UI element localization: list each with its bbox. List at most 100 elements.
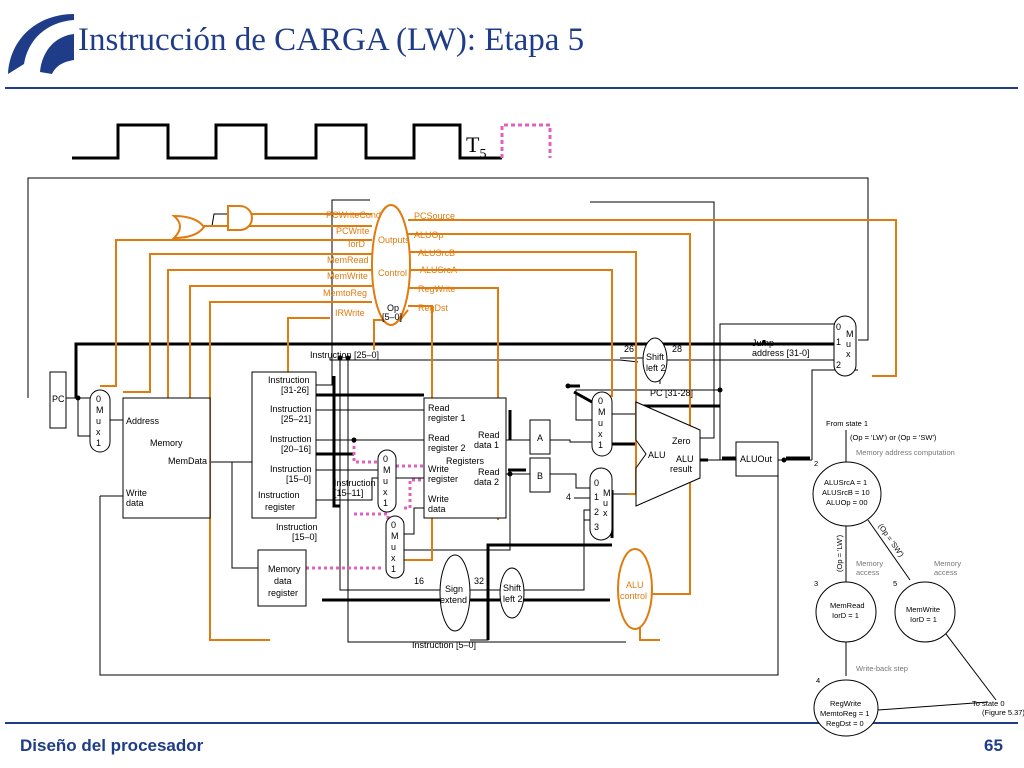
- control-label: Control: [378, 268, 407, 278]
- svg-text:ALUSrcA = 1: ALUSrcA = 1: [824, 478, 867, 487]
- control-op-bits: [5–0]: [382, 312, 402, 322]
- svg-text:register: register: [265, 502, 295, 512]
- svg-text:x: x: [96, 427, 101, 437]
- svg-text:Read: Read: [428, 403, 450, 413]
- mdr-label-1: Memory: [268, 564, 301, 574]
- alu: [635, 401, 701, 507]
- aluout-label: ALUOut: [740, 454, 773, 464]
- svg-text:ALUOp: ALUOp: [414, 230, 444, 240]
- pc-31-28-label: PC [31-28]: [650, 388, 693, 398]
- svg-text:IRWrite: IRWrite: [335, 308, 365, 318]
- wire-junctions: [75, 355, 787, 477]
- mdr-label-3: register: [268, 588, 298, 598]
- mux-alusrcb-label: 0 1 2 3 M u x: [594, 478, 611, 532]
- ir-15-0-bits: [15–0]: [292, 532, 317, 542]
- svg-text:0: 0: [836, 322, 841, 332]
- svg-text:0: 0: [96, 394, 101, 404]
- bits-32-label: 32: [474, 576, 484, 586]
- svg-text:1: 1: [96, 438, 101, 448]
- mdr-label-2: data: [274, 576, 292, 586]
- instr-15-11-label: Instruction: [334, 478, 376, 488]
- pc-register: [49, 371, 67, 429]
- svg-text:[25–21]: [25–21]: [281, 414, 311, 424]
- bits-28-label: 28: [672, 344, 682, 354]
- svg-text:IorD = 1: IorD = 1: [910, 615, 937, 624]
- mux-iord-label: 0 M u x 1: [96, 394, 104, 448]
- svg-text:Registers: Registers: [446, 456, 485, 466]
- alu-control: [617, 548, 653, 630]
- fsm-state-5: [894, 581, 956, 643]
- memory-block: [122, 397, 211, 519]
- alu-label: ALU: [648, 450, 666, 460]
- svg-text:RegWrite: RegWrite: [418, 284, 455, 294]
- svg-text:2: 2: [814, 459, 818, 468]
- bits-16-label: 16: [414, 576, 424, 586]
- memory-write-label: Write: [126, 488, 147, 498]
- svg-text:Write: Write: [428, 494, 449, 504]
- svg-text:data 1: data 1: [474, 440, 499, 450]
- svg-text:M: M: [598, 407, 606, 417]
- memory-data-register: [257, 549, 307, 607]
- svg-text:M: M: [391, 531, 399, 541]
- svg-text:register: register: [428, 474, 458, 484]
- sign-extend-label-2: extend: [440, 595, 467, 605]
- svg-text:4: 4: [816, 676, 820, 685]
- svg-text:Memory: Memory: [856, 559, 883, 568]
- svg-text:1: 1: [598, 440, 603, 450]
- svg-text:MemtoReg = 1: MemtoReg = 1: [820, 709, 869, 718]
- svg-text:1: 1: [391, 564, 396, 574]
- register-a: [529, 419, 551, 455]
- jump-address-label-1: Jump: [752, 338, 774, 348]
- svg-text:u: u: [383, 476, 388, 486]
- svg-text:x: x: [846, 349, 851, 359]
- mux-regdst-label: 0 M u x 1: [383, 454, 391, 508]
- svg-text:u: u: [391, 542, 396, 552]
- alu-zero-label: Zero: [672, 436, 691, 446]
- memory-memdata-label: MemData: [168, 456, 207, 466]
- mux-regdst: [377, 449, 397, 513]
- svg-text:Memory: Memory: [934, 559, 961, 568]
- clock-waveform: [72, 123, 552, 160]
- svg-text:u: u: [846, 339, 851, 349]
- memory-title: Memory: [150, 438, 183, 448]
- mux-memtoreg: [385, 515, 405, 579]
- instruction-register-labels: Instruction [31-26] Instruction [25–21] …: [258, 375, 312, 512]
- svg-text:MemWrite: MemWrite: [327, 271, 368, 281]
- svg-text:0: 0: [391, 520, 396, 530]
- shift-left-2-jump: [642, 337, 668, 383]
- svg-text:[20–16]: [20–16]: [281, 444, 311, 454]
- svg-text:M: M: [603, 488, 611, 498]
- fsm-from-state: From state 1: [826, 419, 868, 428]
- svg-text:PCWriteCond: PCWriteCond: [326, 210, 381, 220]
- svg-text:M: M: [846, 329, 854, 339]
- svg-text:PCWrite: PCWrite: [336, 226, 369, 236]
- svg-text:u: u: [96, 416, 101, 426]
- footer-course-name: Diseño del procesador: [20, 736, 204, 755]
- memory-address-label: Address: [126, 416, 160, 426]
- fsm-to-state-0: To state 0: [972, 699, 1005, 708]
- svg-text:data: data: [428, 504, 446, 514]
- svg-text:RegDst = 0: RegDst = 0: [826, 719, 864, 728]
- control-logic-gates: [171, 205, 253, 240]
- svg-text:[31-26]: [31-26]: [281, 385, 309, 395]
- svg-text:u: u: [598, 418, 603, 428]
- mux-alusrcb: [589, 467, 613, 541]
- page-number: 65: [984, 736, 1003, 755]
- svg-text:PCSource: PCSource: [414, 211, 455, 221]
- svg-text:1: 1: [383, 498, 388, 508]
- svg-text:Read: Read: [478, 467, 500, 477]
- fsm-condition-in: (Op = 'LW') or (Op = 'SW'): [850, 433, 937, 442]
- left-control-signals: PCWriteCond PCWrite IorD MemRead MemWrit…: [323, 210, 381, 318]
- svg-text:ALUSrcB = 10: ALUSrcB = 10: [822, 488, 870, 497]
- svg-text:MemRead: MemRead: [830, 601, 865, 610]
- mux-memtoreg-label: 0 M u x 1: [391, 520, 399, 574]
- control-op-label: Op: [387, 303, 399, 313]
- aluout-register: [735, 441, 779, 477]
- shift-left-2-jump-label-1: Shift: [646, 352, 665, 362]
- svg-text:RegDst: RegDst: [418, 303, 449, 313]
- svg-text:access: access: [934, 568, 958, 577]
- instr-5-0-label: Instruction [5–0]: [412, 640, 476, 650]
- datapath-wires: [27, 177, 869, 676]
- mux-alusrca-label: 0 M u x 1: [598, 396, 606, 450]
